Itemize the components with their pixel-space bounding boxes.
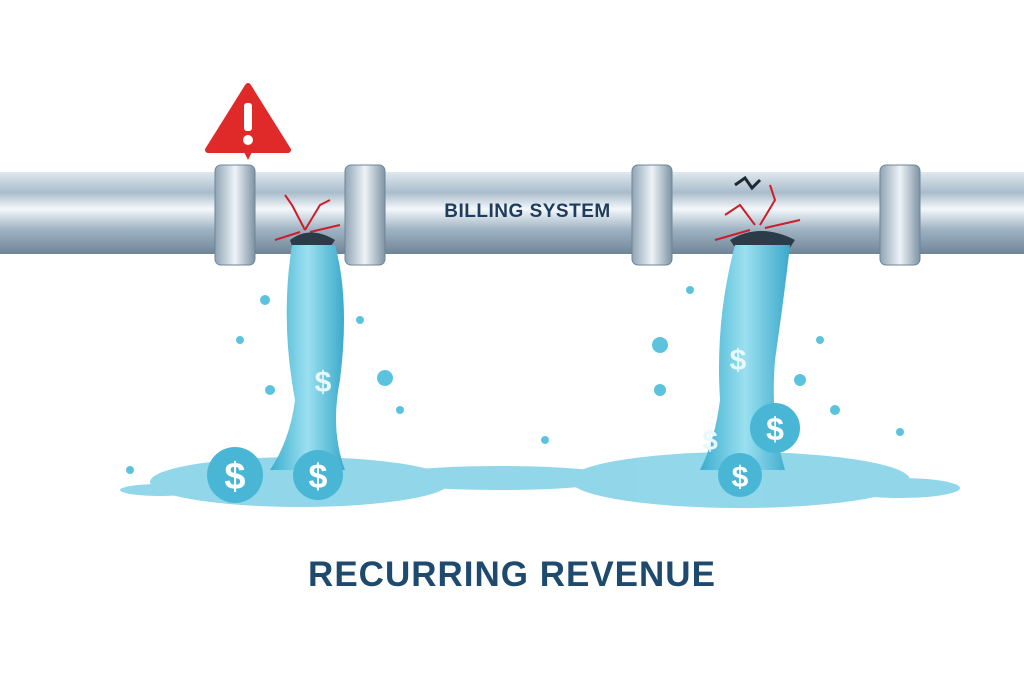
crack-left	[274, 194, 341, 241]
svg-text:$: $	[730, 344, 747, 377]
water-droplets	[126, 286, 904, 474]
pipe-label: BILLING SYSTEM	[444, 201, 611, 222]
svg-text:$: $	[309, 458, 328, 496]
crack-right	[714, 184, 801, 241]
warning-triangle-icon	[205, 83, 291, 160]
pipe-flanges	[214, 164, 921, 266]
svg-text:$: $	[732, 461, 749, 494]
dollar-coins: $ $ $ $ $ $ $	[207, 344, 800, 503]
svg-text:$: $	[315, 366, 332, 399]
svg-text:$: $	[702, 425, 718, 456]
pipe	[0, 172, 1024, 254]
caption: RECURRING REVENUE	[308, 555, 716, 594]
svg-text:$: $	[224, 456, 245, 498]
water-stream-left	[270, 245, 345, 470]
svg-text:$: $	[766, 411, 784, 447]
